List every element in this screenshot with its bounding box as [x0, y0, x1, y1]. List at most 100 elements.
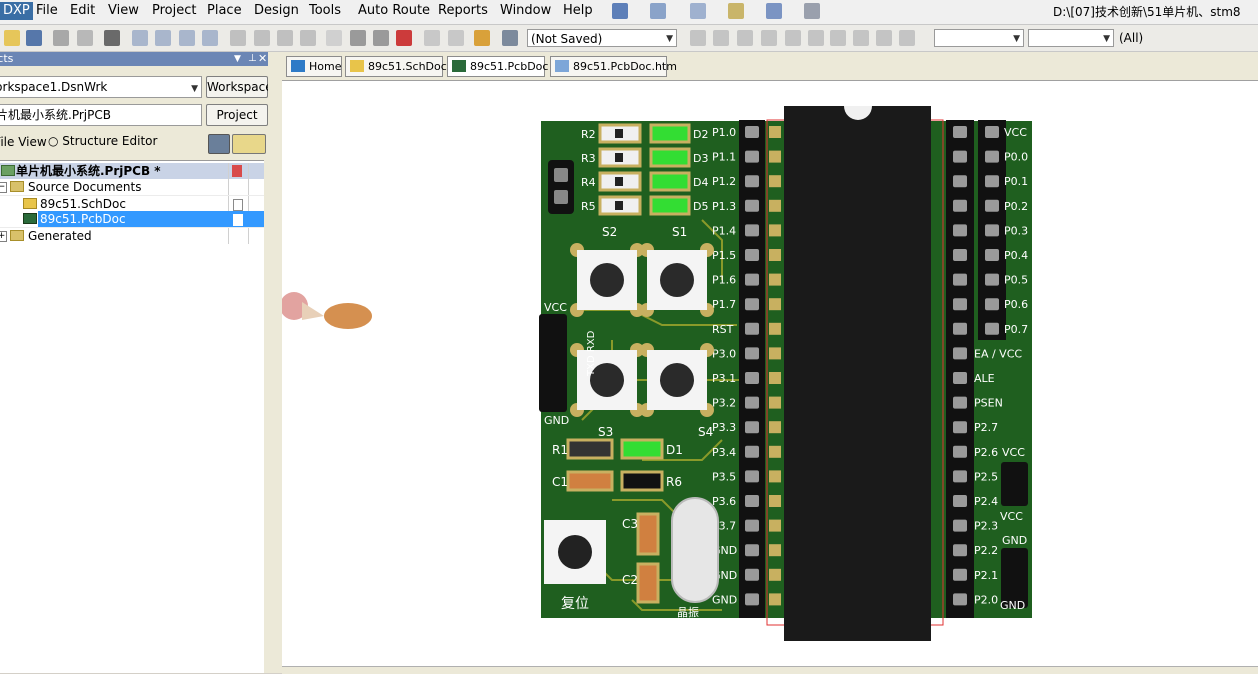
multi-route-icon[interactable] [737, 30, 753, 46]
workspace-button[interactable]: Workspace [206, 76, 273, 98]
tree-item-project[interactable]: 单片机最小系统.PrjPCB * [0, 163, 264, 179]
right-pin-label: P2.2 [974, 544, 998, 557]
deselect-icon[interactable] [373, 30, 389, 46]
expand-icon[interactable]: + [0, 231, 7, 242]
component-icon[interactable] [899, 30, 915, 46]
collapse-icon[interactable]: − [0, 182, 7, 193]
structure-editor-radio[interactable]: ○ Structure Editor [48, 134, 158, 148]
pin-icon[interactable]: ⊥ [248, 53, 257, 64]
menu-tools[interactable]: Tools [309, 3, 342, 18]
variant-combo[interactable]: (Not Saved) ▼ [527, 29, 677, 47]
menu-view[interactable]: View [108, 3, 139, 18]
menu-reports[interactable]: Reports [438, 3, 488, 18]
right-connectors: VCC VCC GND GND [1000, 446, 1028, 612]
room-icon[interactable] [766, 3, 782, 19]
options-dropdown-icon[interactable] [232, 134, 266, 154]
graph-icon[interactable] [612, 3, 628, 19]
differential-route-icon[interactable] [713, 30, 729, 46]
right-pin-label: P2.6 [974, 446, 998, 459]
tab-pcbdoc-label: 89c51.PcbDoc [470, 60, 549, 73]
zoom-fit-icon[interactable] [132, 30, 148, 46]
align-icon[interactable] [650, 3, 666, 19]
right-pin [953, 199, 967, 212]
left-pin-label: P3.5 [712, 470, 736, 483]
cross-probe-icon[interactable] [474, 30, 490, 46]
left-pin-label: P3.6 [712, 495, 736, 508]
left-pin [745, 199, 759, 212]
project-button[interactable]: Project [206, 104, 268, 126]
right-pin [953, 593, 967, 606]
menu-edit[interactable]: Edit [70, 3, 96, 18]
resistor-body [615, 129, 623, 138]
menu-dxp[interactable]: DXP [0, 2, 33, 20]
paste-icon[interactable] [277, 30, 293, 46]
close-icon[interactable]: ✕ [258, 52, 268, 65]
via-icon[interactable] [785, 30, 801, 46]
left-pin-label: P1.6 [712, 274, 736, 287]
project-field[interactable]: 单片机最小系统.PrjPCB [0, 104, 202, 126]
menu-window[interactable]: Window [500, 3, 552, 18]
right-pin-label: P2.3 [974, 520, 998, 533]
class-combo[interactable]: ▼ [1028, 29, 1114, 47]
arc-icon[interactable] [808, 30, 824, 46]
html-report-icon [555, 60, 569, 72]
browse-components-icon[interactable] [502, 30, 518, 46]
grid-icon[interactable] [804, 3, 820, 19]
menu-project[interactable]: Project [152, 3, 197, 18]
variant-combo-value: (Not Saved) [531, 32, 603, 46]
save-icon[interactable] [26, 30, 42, 46]
move-icon[interactable] [350, 30, 366, 46]
r1-label: R1 [552, 443, 568, 457]
copy-icon[interactable] [254, 30, 270, 46]
led-label: D5 [693, 200, 708, 213]
chevron-down-icon: ▼ [666, 34, 673, 44]
layers-icon[interactable] [104, 30, 120, 46]
menu-place[interactable]: Place [207, 3, 242, 18]
polygon-icon[interactable] [853, 30, 869, 46]
menu-help[interactable]: Help [563, 3, 593, 18]
clear-filter-icon[interactable] [396, 30, 412, 46]
interactive-route-icon[interactable] [690, 30, 706, 46]
workspace-combo[interactable]: Workspace1.DsnWrk ▼ [0, 76, 202, 98]
zoom-filtered-icon[interactable] [202, 30, 218, 46]
print-icon[interactable] [53, 30, 69, 46]
redo-icon[interactable] [448, 30, 464, 46]
panel-splitter[interactable] [268, 52, 282, 673]
layers-button-icon[interactable] [208, 134, 230, 154]
open-icon[interactable] [4, 30, 20, 46]
menu-auto-route[interactable]: Auto Route [358, 3, 431, 18]
serial-header [539, 314, 567, 412]
panel-menu-icon[interactable]: ▼ [234, 54, 241, 64]
print-preview-icon[interactable] [77, 30, 93, 46]
horizontal-scrollbar[interactable] [282, 666, 1258, 674]
menu-design[interactable]: Design [254, 3, 299, 18]
string-icon[interactable] [876, 30, 892, 46]
rubber-stamp-icon[interactable] [300, 30, 316, 46]
column-divider [248, 179, 249, 195]
dimension-icon[interactable] [728, 3, 744, 19]
tree-item-generated[interactable]: + Generated [0, 227, 264, 244]
cut-icon[interactable] [230, 30, 246, 46]
p0-pin [985, 224, 999, 237]
pcb-layout[interactable]: P1.0P1.1P1.2P1.3P1.4P1.5P1.6P1.7RSTP3.0P… [282, 80, 1258, 666]
pad-icon[interactable] [761, 30, 777, 46]
tree-item-schdoc[interactable]: 89c51.SchDoc [0, 195, 264, 212]
find-similar-icon[interactable] [690, 3, 706, 19]
top-led [649, 171, 691, 192]
zoom-area-icon[interactable] [155, 30, 171, 46]
tab-pcbdoc-htm[interactable]: 89c51.PcbDoc.htm [550, 56, 677, 77]
reset-label: 复位 [561, 595, 589, 612]
tree-item-pcbdoc[interactable]: 89c51.PcbDoc [0, 211, 264, 227]
file-view-radio[interactable]: ● File View [0, 135, 47, 149]
filter-combo[interactable]: (All) [1116, 29, 1256, 47]
zoom-selected-icon[interactable] [179, 30, 195, 46]
tab-home[interactable]: Home [286, 56, 342, 77]
tab-pcbdoc[interactable]: 89c51.PcbDoc [447, 56, 549, 77]
tab-schdoc[interactable]: 89c51.SchDoc [345, 56, 447, 77]
layer-combo[interactable]: ▼ [934, 29, 1024, 47]
undo-icon[interactable] [424, 30, 440, 46]
fill-icon[interactable] [830, 30, 846, 46]
select-area-icon[interactable] [326, 30, 342, 46]
menu-file[interactable]: File [36, 3, 58, 18]
tree-item-source-documents[interactable]: − Source Documents [0, 179, 264, 195]
